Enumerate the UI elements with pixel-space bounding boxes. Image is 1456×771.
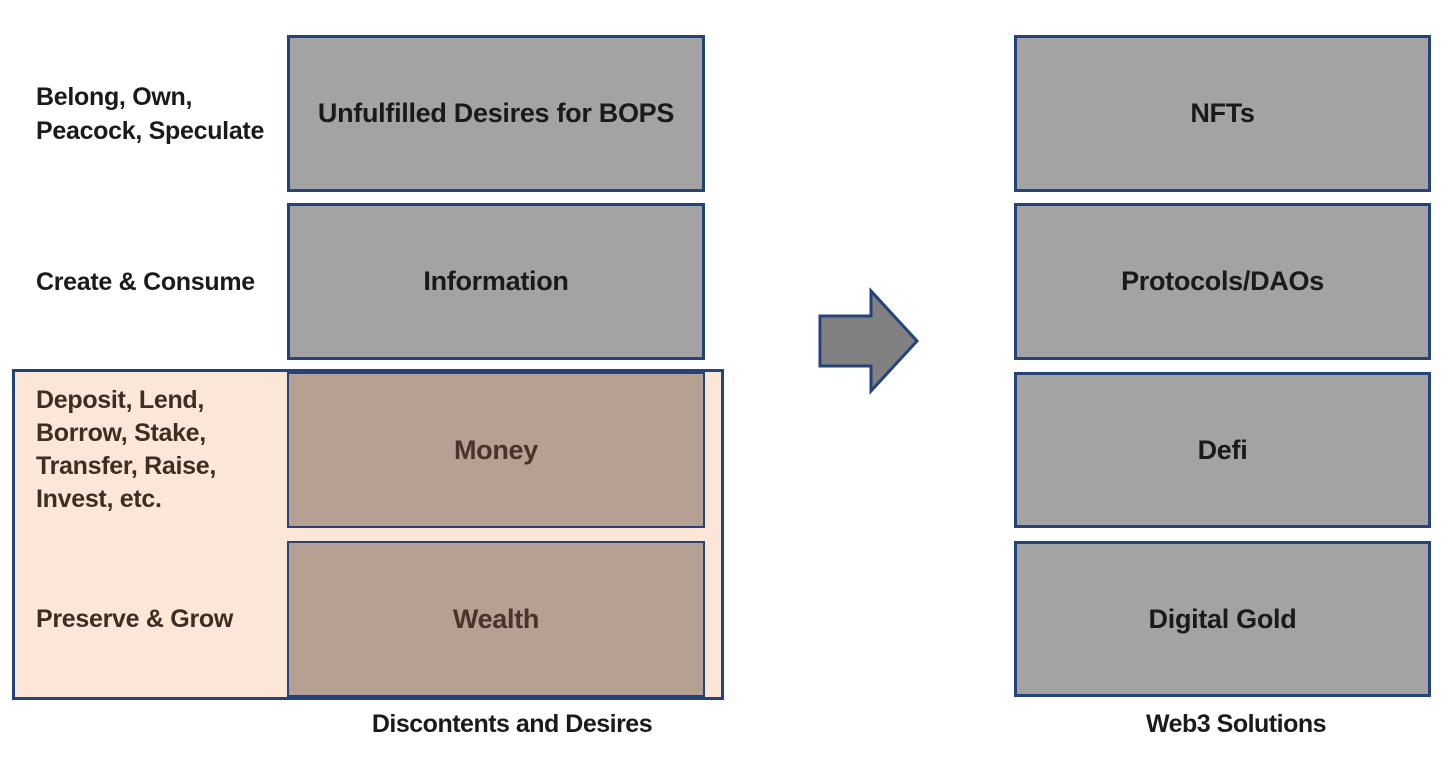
caption-discontents-desires: Discontents and Desires	[371, 709, 653, 738]
caption-web3-solutions: Web3 Solutions	[1145, 709, 1327, 738]
box-information: Information	[287, 203, 705, 360]
box-wealth: Wealth	[287, 541, 705, 697]
box-unfulfilled-desires-bops: Unfulfilled Desires for BOPS	[287, 35, 705, 192]
maps-to-arrow	[818, 287, 920, 395]
side-label-financial-actions: Deposit, Lend, Borrow, Stake, Transfer, …	[36, 386, 217, 513]
side-label-preserve-grow: Preserve & Grow	[36, 604, 233, 633]
box-nfts: NFTs	[1014, 35, 1431, 192]
right-arrow-icon	[818, 287, 920, 395]
side-label-create-consume: Create & Consume	[36, 267, 255, 296]
box-digital-gold: Digital Gold	[1014, 541, 1431, 697]
box-protocols-daos: Protocols/DAOs	[1014, 203, 1431, 360]
box-money: Money	[287, 372, 705, 528]
side-label-belong-own: Belong, Own, Peacock, Speculate	[36, 82, 265, 145]
box-defi: Defi	[1014, 372, 1431, 528]
